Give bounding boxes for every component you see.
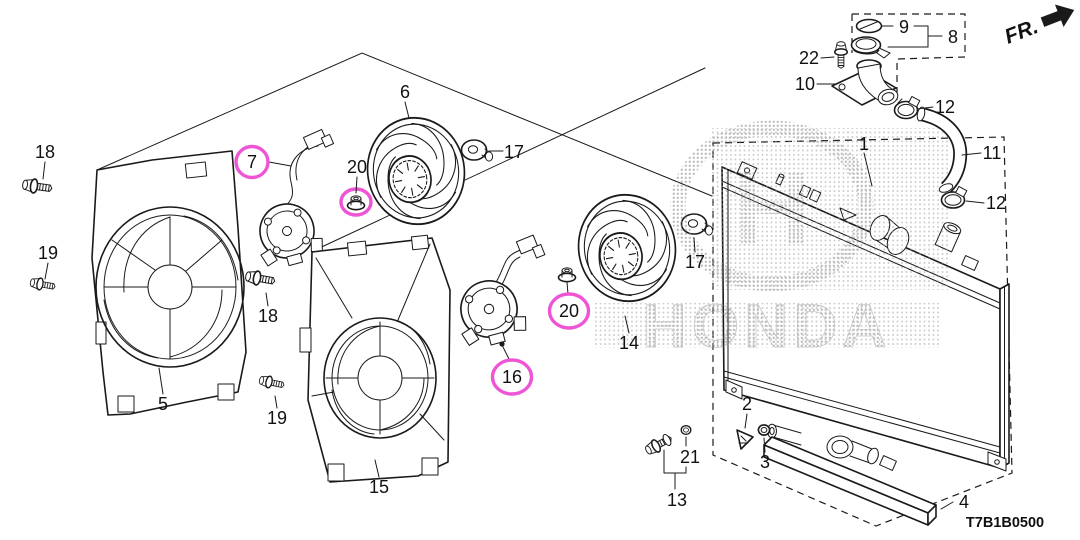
callout-13[interactable]: 13 [667, 490, 687, 510]
callout-20-b[interactable]: 20 [559, 301, 579, 321]
fan-shroud-5-artwork [91, 150, 247, 416]
callout-1[interactable]: 1 [859, 134, 869, 154]
callout-19-a[interactable]: 19 [38, 243, 58, 263]
bolt-22 [833, 41, 849, 69]
bolt-18-left [20, 176, 54, 197]
grommet-17-left [460, 139, 494, 162]
part-callouts: 18 19 5 7 18 19 20 6 17 15 16 20 14 17 1… [35, 17, 1006, 512]
callout-2[interactable]: 2 [742, 394, 752, 414]
callout-8[interactable]: 8 [948, 27, 958, 47]
diagram-code: T7B1B0500 [966, 515, 1044, 531]
front-arrow-icon [1040, 4, 1075, 27]
callout-7[interactable]: 7 [247, 152, 257, 172]
callout-10[interactable]: 10 [795, 74, 815, 94]
bolt-19-center [257, 373, 286, 392]
hose-clamp-12-lower [940, 185, 968, 209]
radiator-cap-seal-9-artwork [855, 18, 883, 34]
filler-neck-10-artwork [831, 59, 899, 106]
callout-12-a[interactable]: 12 [935, 97, 955, 117]
callout-5[interactable]: 5 [158, 394, 168, 414]
callout-11[interactable]: 11 [983, 143, 1002, 163]
oring-21 [680, 424, 692, 436]
fan-motor-7-artwork [248, 128, 335, 273]
radiator-cap-8-artwork [850, 36, 891, 59]
callout-16[interactable]: 16 [502, 367, 522, 387]
highlight-ring-16 [490, 358, 534, 396]
nut-20-left [346, 195, 366, 211]
cap-dashed-boundary [851, 13, 966, 100]
radiator-hose-11-artwork [916, 106, 968, 193]
callout-4[interactable]: 4 [959, 492, 969, 512]
fan-motor-16-artwork [449, 234, 546, 353]
bolt-18-center [243, 268, 277, 289]
front-direction-label: FR. [1002, 15, 1042, 49]
callout-12-b[interactable]: 12 [986, 193, 1006, 213]
callout-22[interactable]: 22 [799, 48, 819, 68]
callout-9[interactable]: 9 [899, 17, 909, 37]
callout-15[interactable]: 15 [369, 477, 389, 497]
leader-lines [42, 25, 985, 510]
highlight-ring-7 [234, 144, 270, 180]
callout-20-a[interactable]: 20 [347, 157, 367, 177]
callout-19-b[interactable]: 19 [267, 408, 287, 428]
perspective-guide-lines [96, 52, 713, 252]
lower-cushion-4-artwork [763, 436, 937, 526]
callout-3[interactable]: 3 [760, 452, 770, 472]
fan-shroud-15-artwork [299, 234, 451, 483]
callout-14[interactable]: 14 [619, 333, 639, 353]
callout-17-a[interactable]: 17 [504, 142, 524, 162]
callout-18-a[interactable]: 18 [35, 142, 55, 162]
callout-6[interactable]: 6 [400, 82, 410, 102]
callout-21[interactable]: 21 [680, 447, 700, 467]
sensor-21-artwork [642, 431, 675, 458]
callout-17-b[interactable]: 17 [685, 252, 705, 272]
bolt-19-left [28, 275, 57, 294]
callout-18-b[interactable]: 18 [258, 306, 278, 326]
bracket-2-artwork [736, 429, 754, 450]
grommet-17-right [680, 213, 714, 236]
cooling-fan-6-artwork [354, 108, 478, 234]
oring-3 [757, 424, 771, 436]
cooling-fan-14-artwork [565, 185, 689, 311]
hose-clamp-12-upper [893, 95, 921, 120]
nut-20-right [557, 267, 577, 283]
front-direction-indicator: FR. [1002, 4, 1075, 49]
highlight-ring-20 [547, 292, 591, 330]
